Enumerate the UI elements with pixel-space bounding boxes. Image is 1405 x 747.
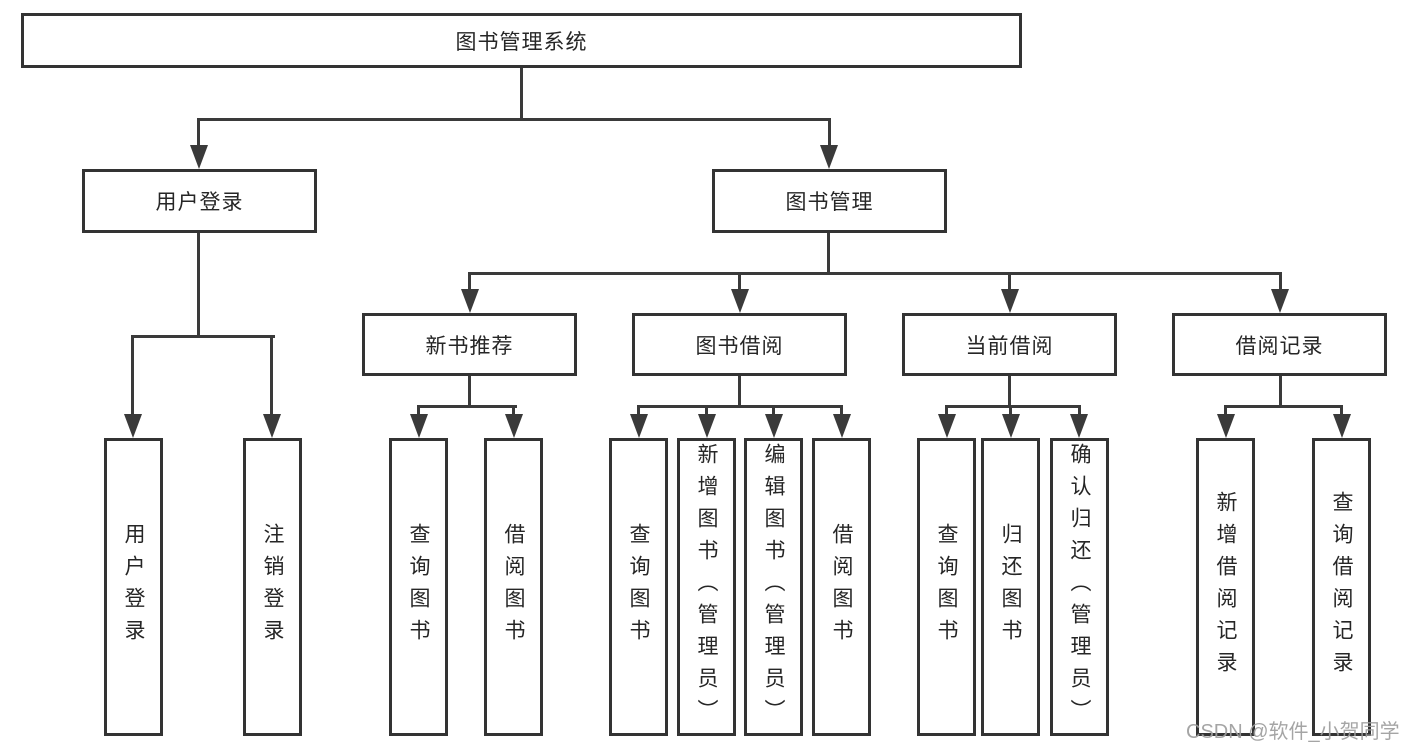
arrow-down-icon	[505, 414, 523, 438]
node-label: 用户登录	[122, 523, 145, 651]
node-label: 编辑图书（管理员）	[762, 443, 785, 731]
node-label: 确认归还（管理员）	[1068, 443, 1091, 731]
node-label: 新书推荐	[425, 334, 514, 358]
leaf-bookborrow-add: 新增图书（管理员）	[677, 438, 736, 736]
connector-line	[197, 118, 200, 148]
connector-line	[1008, 376, 1011, 408]
connector-line	[1009, 405, 1012, 417]
connector-line	[1008, 272, 1011, 292]
node-label: 注销登录	[261, 523, 284, 651]
arrow-down-icon	[1333, 414, 1351, 438]
arrow-down-icon	[698, 414, 716, 438]
connector-line	[197, 118, 831, 121]
arrow-down-icon	[630, 414, 648, 438]
connector-line	[945, 405, 948, 417]
connector-line	[468, 272, 1282, 275]
node-label: 借阅图书	[502, 523, 525, 651]
leaf-current-return: 归还图书	[981, 438, 1040, 736]
connector-line	[417, 405, 517, 408]
leaf-current-query: 查询图书	[917, 438, 976, 736]
connector-line	[637, 405, 640, 417]
arrow-down-icon	[461, 289, 479, 313]
arrow-down-icon	[833, 414, 851, 438]
connector-line	[1279, 272, 1282, 292]
connector-line	[417, 405, 420, 417]
node-root: 图书管理系统	[21, 13, 1022, 68]
node-label: 当前借阅	[965, 334, 1054, 358]
arrow-down-icon	[731, 289, 749, 313]
arrow-down-icon	[1070, 414, 1088, 438]
leaf-bookborrow-borrow: 借阅图书	[812, 438, 871, 736]
leaf-logout: 注销登录	[243, 438, 302, 736]
connector-line	[1279, 376, 1282, 408]
leaf-record-add: 新增借阅记录	[1196, 438, 1255, 736]
node-label: 图书管理	[785, 191, 874, 214]
node-current-borrow: 当前借阅	[902, 313, 1117, 376]
connector-line	[828, 118, 831, 148]
leaf-current-confirm: 确认归还（管理员）	[1050, 438, 1109, 736]
connector-line	[512, 405, 515, 417]
node-label: 借阅图书	[830, 523, 853, 651]
connector-line	[840, 405, 843, 417]
connector-line	[637, 405, 843, 408]
connector-line	[827, 233, 830, 275]
node-label: 新增借阅记录	[1214, 491, 1237, 683]
arrow-down-icon	[124, 414, 142, 438]
node-label: 归还图书	[999, 523, 1022, 651]
connector-line	[197, 233, 200, 338]
watermark: CSDN @软件_小贺同学	[1186, 721, 1400, 743]
node-label: 查询图书	[407, 523, 430, 651]
arrow-down-icon	[1002, 414, 1020, 438]
arrow-down-icon	[938, 414, 956, 438]
node-label: 查询借阅记录	[1330, 491, 1353, 683]
node-label: 用户登录	[155, 191, 244, 214]
connector-line	[1078, 405, 1081, 417]
connector-line	[468, 272, 471, 292]
node-user-login: 用户登录	[82, 169, 317, 233]
connector-line	[772, 405, 775, 417]
arrow-down-icon	[1217, 414, 1235, 438]
node-book-management: 图书管理	[712, 169, 947, 233]
arrow-down-icon	[1271, 289, 1289, 313]
node-label: 借阅记录	[1235, 334, 1324, 358]
leaf-record-query: 查询借阅记录	[1312, 438, 1371, 736]
connector-line	[738, 376, 741, 408]
connector-line	[520, 68, 523, 120]
leaf-bookborrow-edit: 编辑图书（管理员）	[744, 438, 803, 736]
leaf-user-login: 用户登录	[104, 438, 163, 736]
leaf-bookborrow-query: 查询图书	[609, 438, 668, 736]
connector-line	[270, 335, 273, 418]
connector-line	[468, 376, 471, 408]
connector-line	[945, 405, 1081, 408]
arrow-down-icon	[410, 414, 428, 438]
node-book-borrow: 图书借阅	[632, 313, 847, 376]
connector-line	[738, 272, 741, 292]
connector-line	[131, 335, 134, 418]
connector-line	[705, 405, 708, 417]
leaf-newbook-borrow: 借阅图书	[484, 438, 543, 736]
node-label: 图书管理系统	[455, 30, 588, 54]
leaf-newbook-query: 查询图书	[389, 438, 448, 736]
node-borrow-record: 借阅记录	[1172, 313, 1387, 376]
arrow-down-icon	[820, 145, 838, 169]
node-label: 查询图书	[627, 523, 650, 651]
node-new-book-recommend: 新书推荐	[362, 313, 577, 376]
node-label: 图书借阅	[695, 334, 784, 358]
node-label: 查询图书	[935, 523, 958, 651]
connector-line	[1224, 405, 1227, 417]
node-label: 新增图书（管理员）	[695, 443, 718, 731]
arrow-down-icon	[765, 414, 783, 438]
connector-line	[1224, 405, 1343, 408]
connector-line	[1340, 405, 1343, 417]
arrow-down-icon	[1001, 289, 1019, 313]
arrow-down-icon	[263, 414, 281, 438]
arrow-down-icon	[190, 145, 208, 169]
connector-line	[131, 335, 275, 338]
